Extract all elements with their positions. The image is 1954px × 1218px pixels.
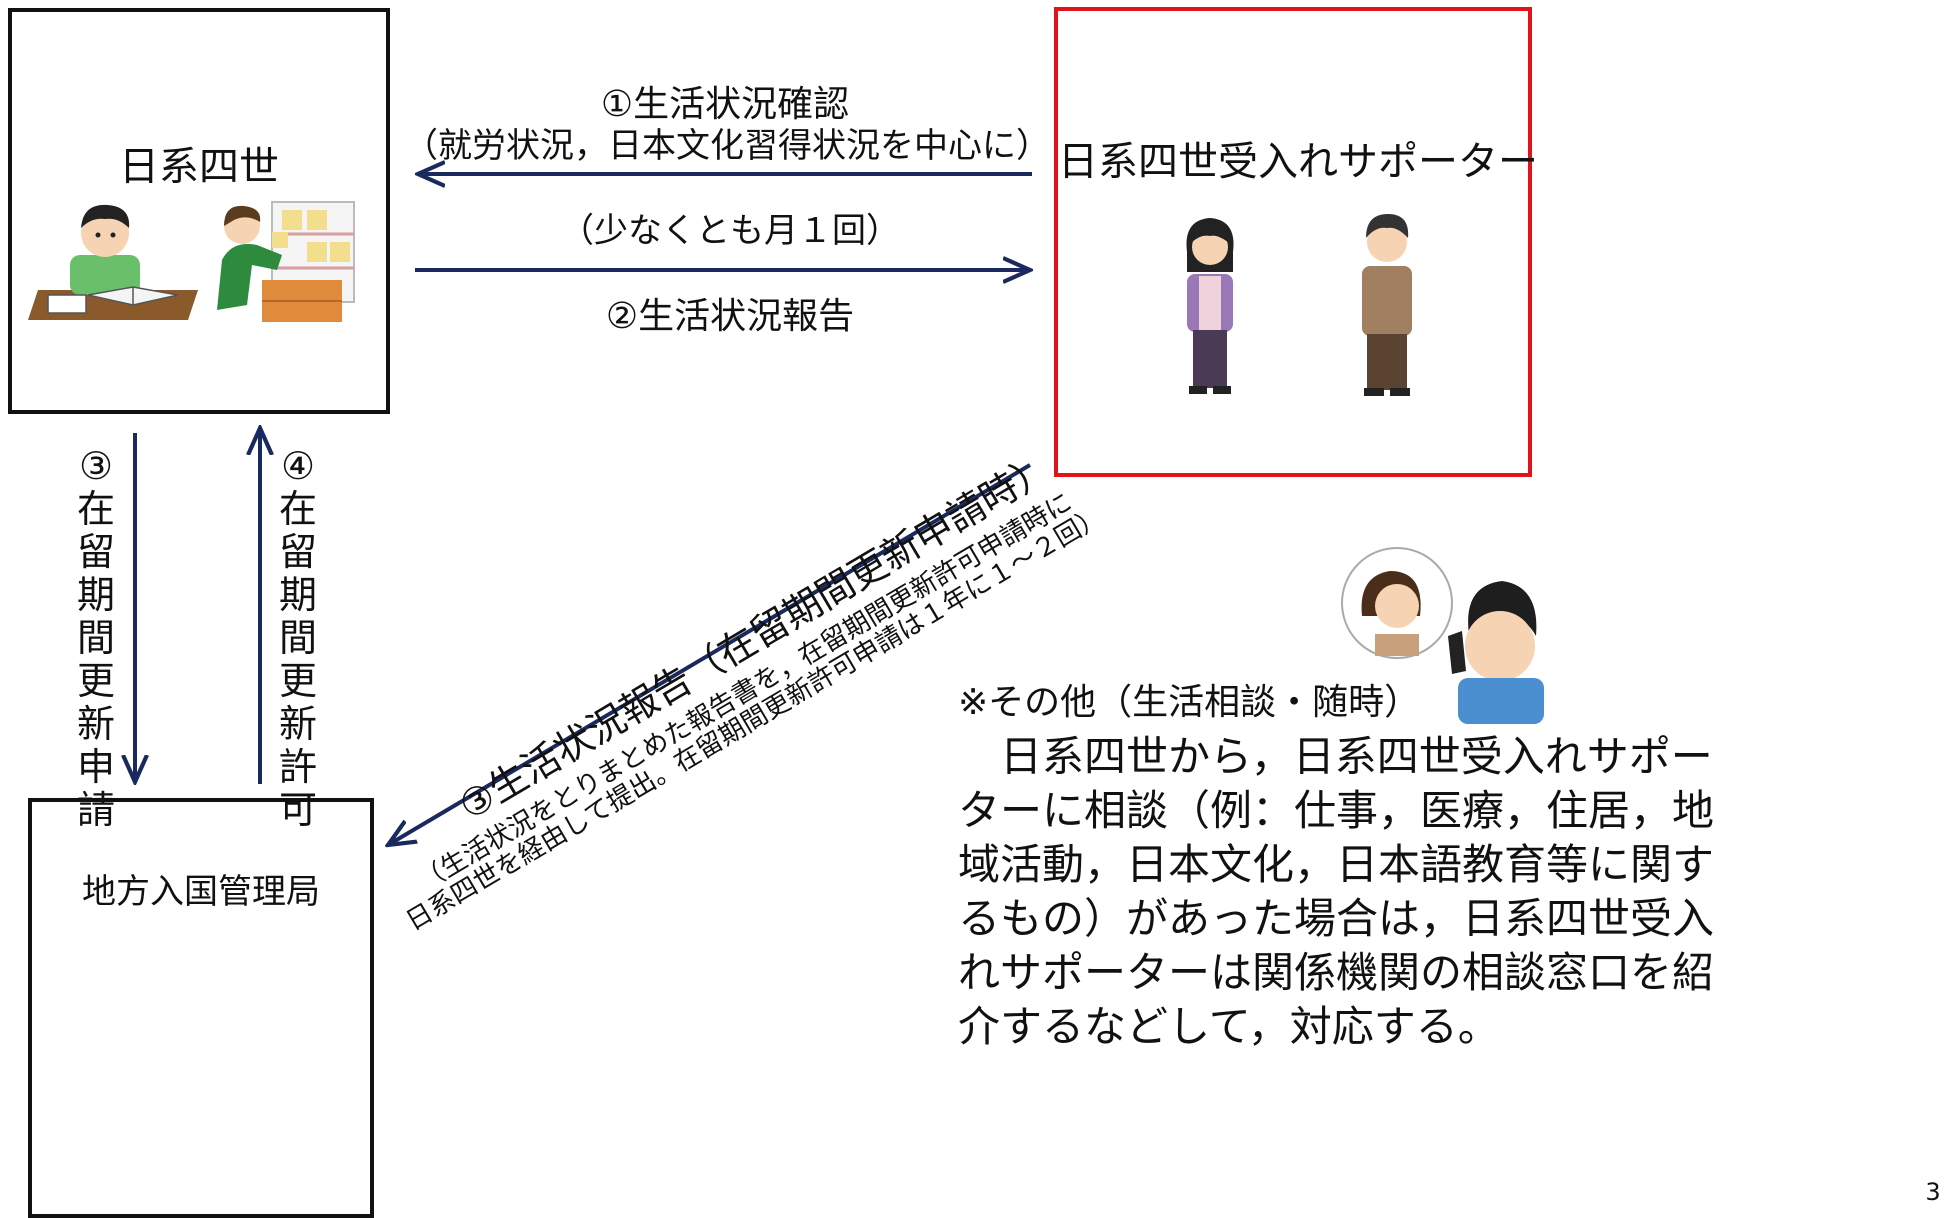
student-illustration: [28, 204, 198, 320]
page-number: 3: [1925, 1178, 1941, 1206]
bureau-label: 地方入国管理局: [82, 872, 320, 912]
note-line: ※その他（生活相談・随時）: [958, 682, 1421, 723]
permit-num: ④: [280, 444, 316, 488]
report-label: ②生活状況報告: [605, 296, 855, 337]
frequency-label: （少なくとも月１回）: [560, 211, 900, 251]
worker-illustration: [217, 201, 355, 322]
note-line: 域活動，日本文化，日本語教育等に関す: [958, 840, 1715, 889]
check-detail: （就労状況，日本文化習得状況を中心に）: [404, 126, 1050, 166]
note-line: 日系四世から，日系四世受入れサポー: [958, 732, 1713, 781]
supporter-man-illustration: [1362, 214, 1412, 396]
supporter-woman-illustration: [1186, 218, 1234, 394]
note-line: れサポーターは関係機関の相談窓口を紹: [958, 948, 1715, 997]
permit-label: ④ 在 留 期 間 更 新 許 可: [268, 445, 328, 832]
note-line: るもの）があった場合は，日系四世受入: [958, 894, 1715, 943]
apply-label: ③ 在 留 期 間 更 新 申 請: [66, 445, 126, 832]
supporter-box: 日系四世受入れサポーター: [1054, 7, 1538, 477]
arrow-diagonal-report: [388, 463, 1032, 845]
bureau-box: 地方入国管理局: [28, 798, 374, 1218]
phone-consultation-illustration: [1341, 547, 1544, 724]
note-line: ターに相談（例：仕事，医療，住居，地: [958, 786, 1715, 835]
note-line: 介するなどして，対応する。: [958, 1002, 1500, 1051]
check-title: ①生活状況確認: [600, 84, 850, 125]
other-consultation-note: ※その他（生活相談・随時） 日系四世から，日系四世受入れサポー ターに相談（例：…: [958, 676, 1714, 1054]
apply-num: ③: [78, 444, 114, 488]
yonsei-label: 日系四世: [119, 144, 279, 190]
supporter-label: 日系四世受入れサポーター: [1058, 139, 1538, 185]
